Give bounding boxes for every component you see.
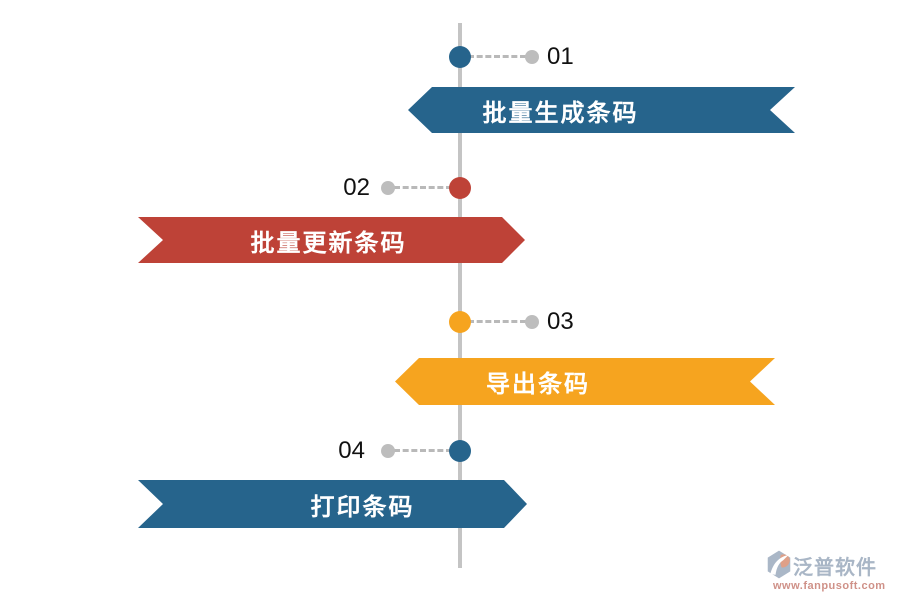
brand-name: 泛普软件 — [793, 557, 877, 579]
connector-end-dot-04 — [381, 444, 395, 458]
timeline-node-02 — [449, 177, 471, 199]
banner-batch-generate-barcode: 批量生成条码 — [408, 87, 795, 133]
timeline-node-01 — [449, 46, 471, 68]
fanpu-logo-icon — [767, 550, 791, 579]
step-number-02: 02 — [343, 174, 370, 201]
connector-end-dot-01 — [525, 50, 539, 64]
banner-batch-update-barcode: 批量更新条码 — [138, 217, 525, 263]
connector-end-dot-03 — [525, 315, 539, 329]
timeline-line — [458, 23, 462, 568]
step-number-03: 03 — [547, 308, 574, 335]
brand-watermark: 泛普软件 www.fanpusoft.com — [762, 549, 892, 595]
connector-dash-03 — [468, 320, 526, 323]
banner-export-barcode: 导出条码 — [395, 358, 775, 405]
connector-dash-04 — [394, 449, 452, 452]
banner-label-01: 批量生成条码 — [482, 99, 639, 127]
banner-label-03: 导出条码 — [486, 371, 590, 398]
step-number-01: 01 — [547, 43, 574, 70]
connector-dash-01 — [468, 55, 526, 58]
banner-print-barcode: 打印条码 — [138, 480, 527, 528]
step-number-04: 04 — [338, 437, 365, 464]
timeline-node-04 — [449, 440, 471, 462]
banner-label-02: 批量更新条码 — [250, 229, 407, 257]
timeline-node-03 — [449, 311, 471, 333]
connector-dash-02 — [394, 186, 452, 189]
banner-label-04: 打印条码 — [310, 493, 415, 521]
brand-url: www.fanpusoft.com — [773, 580, 886, 592]
connector-end-dot-02 — [381, 181, 395, 195]
